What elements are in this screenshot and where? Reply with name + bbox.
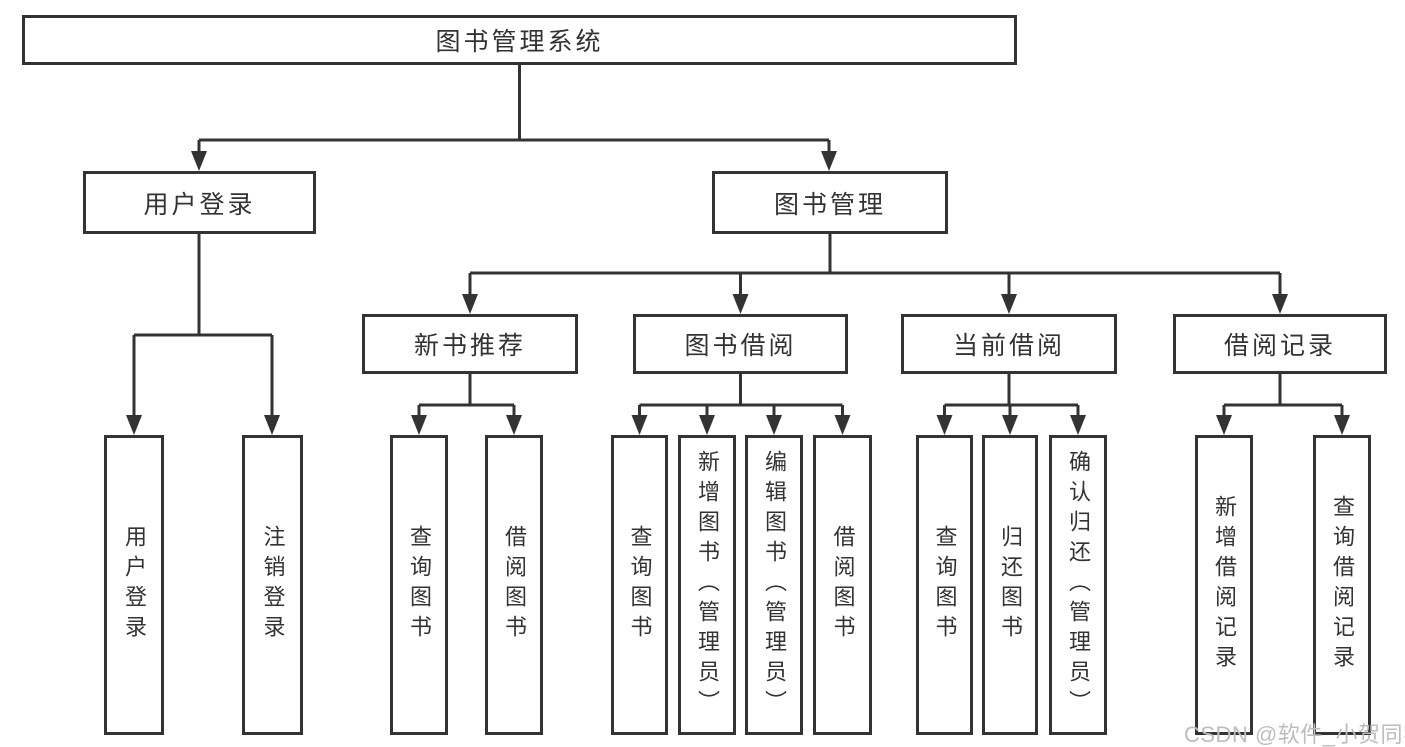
leaf-add-book-admin: 新增图书（管理员） <box>678 435 736 735</box>
leaf-logout: 注销登录 <box>242 435 303 735</box>
leaf-confirm-return-admin: 确认归还（管理员） <box>1049 435 1107 735</box>
leaf-query-books-borrowing: 查询图书 <box>611 435 668 735</box>
leaf-borrow-books-borrowing: 借阅图书 <box>813 435 872 735</box>
node-new-book-recommendation: 新书推荐 <box>362 314 578 374</box>
node-book-borrowing: 图书借阅 <box>633 314 848 374</box>
leaf-query-books-current: 查询图书 <box>916 435 973 735</box>
node-book-management: 图书管理 <box>712 171 948 234</box>
leaf-query-borrow-record: 查询借阅记录 <box>1313 435 1371 735</box>
leaf-edit-book-admin: 编辑图书（管理员） <box>745 435 803 735</box>
leaf-return-books: 归还图书 <box>982 435 1038 735</box>
leaf-borrow-books-recommend: 借阅图书 <box>485 435 543 735</box>
node-user-login: 用户登录 <box>83 171 316 234</box>
csdn-watermark: CSDN @软件_小贺同学 <box>1184 722 1405 747</box>
leaf-user-login: 用户登录 <box>104 435 164 735</box>
leaf-add-borrow-record: 新增借阅记录 <box>1195 435 1253 735</box>
node-system-root: 图书管理系统 <box>22 15 1017 65</box>
node-borrow-records: 借阅记录 <box>1173 314 1387 374</box>
node-current-borrowing: 当前借阅 <box>901 314 1117 374</box>
leaf-query-books-recommend: 查询图书 <box>390 435 448 735</box>
